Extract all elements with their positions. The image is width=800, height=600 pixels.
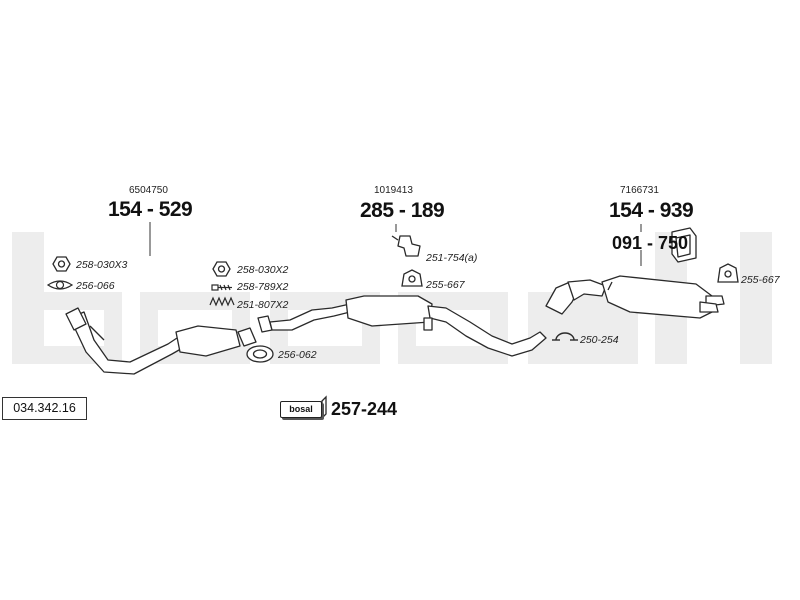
bracket-a-icon xyxy=(391,235,421,257)
center-silencer-part-number: 285 - 189 xyxy=(360,199,445,222)
mounting-kit-part-number: 257-244 xyxy=(331,399,398,419)
front-pipe-part-number: 154 - 529 xyxy=(108,198,193,221)
leader-lines xyxy=(149,222,642,266)
nut-x3-label: 258-030X3 xyxy=(76,259,128,271)
rubber-mount-rear-icon xyxy=(717,263,739,283)
nut-x2-icon xyxy=(212,261,231,277)
rubber-mount-center-icon xyxy=(401,269,423,287)
gasket-front-label: 256-066 xyxy=(76,280,115,292)
bosal-badge: bosal xyxy=(280,401,322,418)
gasket-front-icon xyxy=(46,280,74,290)
front-pipe-drawing xyxy=(65,307,257,375)
catalog-code-box: 034.342.16 xyxy=(2,397,87,420)
spring-x2-label: 251-807X2 xyxy=(237,299,289,311)
ring-gasket-label: 256-062 xyxy=(278,349,317,361)
bracket-a-label: 251-754(a) xyxy=(426,252,478,264)
rear-silencer-oe-ref: 7166731 xyxy=(620,185,659,196)
clamp-icon xyxy=(552,332,578,341)
bolt-x2-icon xyxy=(211,284,232,291)
rear-silencer-drawing xyxy=(545,275,725,319)
mounting-kit-icon xyxy=(321,395,327,420)
bolt-x2-label: 258-789X2 xyxy=(237,281,289,293)
spring-x2-icon xyxy=(209,296,235,307)
nut-x3-icon xyxy=(52,256,71,272)
nut-x2-label: 258-030X2 xyxy=(237,264,289,276)
ring-gasket-icon xyxy=(246,345,274,363)
rubber-mount-center-label: 255-667 xyxy=(426,279,465,291)
rear-secondary-part-number: 091 - 750 xyxy=(612,233,689,253)
rear-silencer-part-number: 154 - 939 xyxy=(609,199,694,222)
rubber-mount-rear-label: 255-667 xyxy=(741,274,780,286)
clamp-label: 250-254 xyxy=(580,334,619,346)
rear-bracket-icon xyxy=(671,227,697,263)
center-pipe-drawing xyxy=(257,295,547,357)
center-silencer-oe-ref: 1019413 xyxy=(374,185,413,196)
front-pipe-oe-ref: 6504750 xyxy=(129,185,168,196)
